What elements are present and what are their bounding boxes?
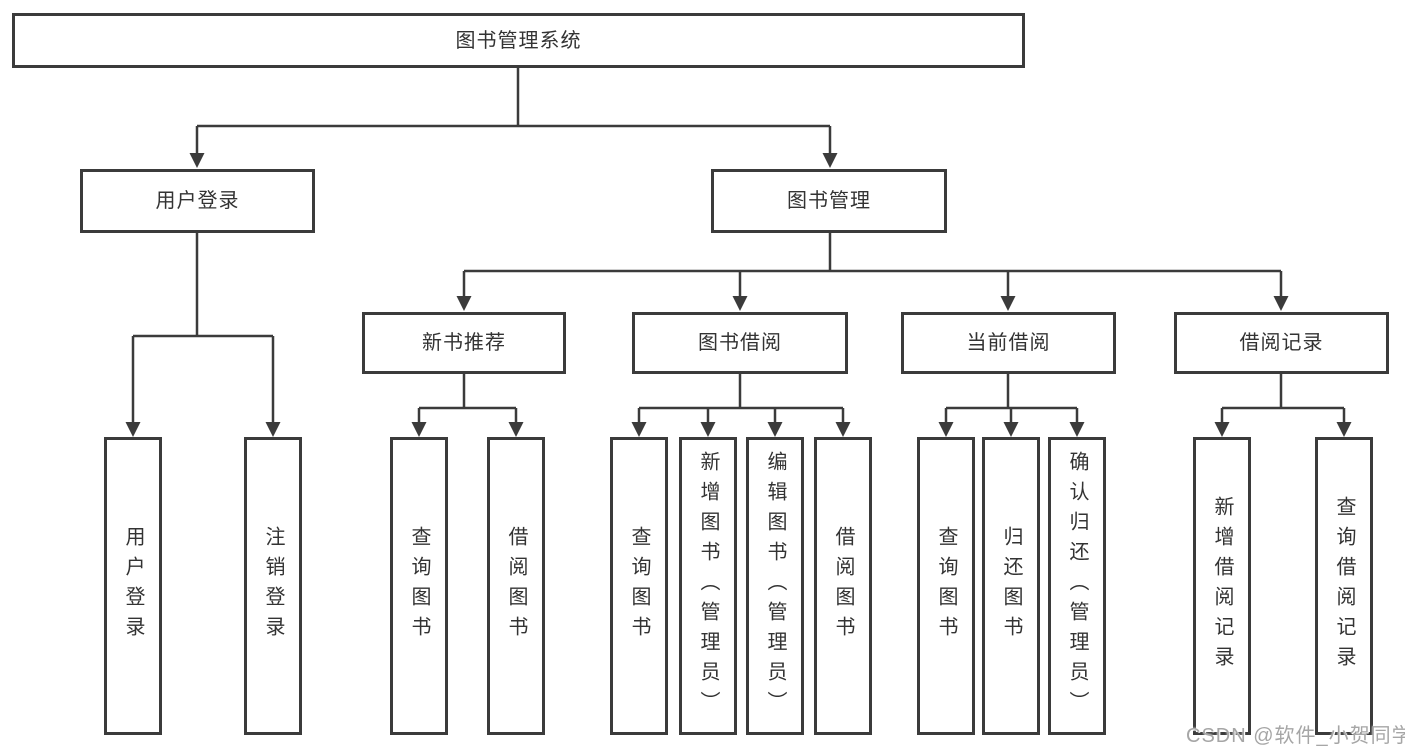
leaf-borrow-book: 借阅图书 [814,437,872,735]
node-book-borrowing: 图书借阅 [632,312,848,374]
leaf-edit-book-admin: 编辑图书（管理员） [746,437,804,735]
leaf-logout: 注销登录 [244,437,302,735]
node-root-system: 图书管理系统 [12,13,1025,68]
leaf-add-book-admin: 新增图书（管理员） [679,437,737,735]
node-new-book-recommend: 新书推荐 [362,312,566,374]
leaf-confirm-return-admin: 确认归还（管理员） [1048,437,1106,735]
arrowheads [125,153,1352,437]
leaf-query-book-borrowing: 查询图书 [610,437,668,735]
leaf-borrow-book-recommend: 借阅图书 [487,437,545,735]
leaf-return-book: 归还图书 [982,437,1040,735]
leaf-add-borrow-record: 新增借阅记录 [1193,437,1251,735]
leaf-query-book-recommend: 查询图书 [390,437,448,735]
node-borrow-records: 借阅记录 [1174,312,1389,374]
leaf-query-borrow-record: 查询借阅记录 [1315,437,1373,735]
node-book-management: 图书管理 [711,169,947,233]
node-user-login: 用户登录 [80,169,315,233]
watermark: CSDN @软件_小贺同学 [1186,725,1405,747]
node-current-borrowing: 当前借阅 [901,312,1116,374]
leaf-query-book-current: 查询图书 [917,437,975,735]
leaf-user-login: 用户登录 [104,437,162,735]
